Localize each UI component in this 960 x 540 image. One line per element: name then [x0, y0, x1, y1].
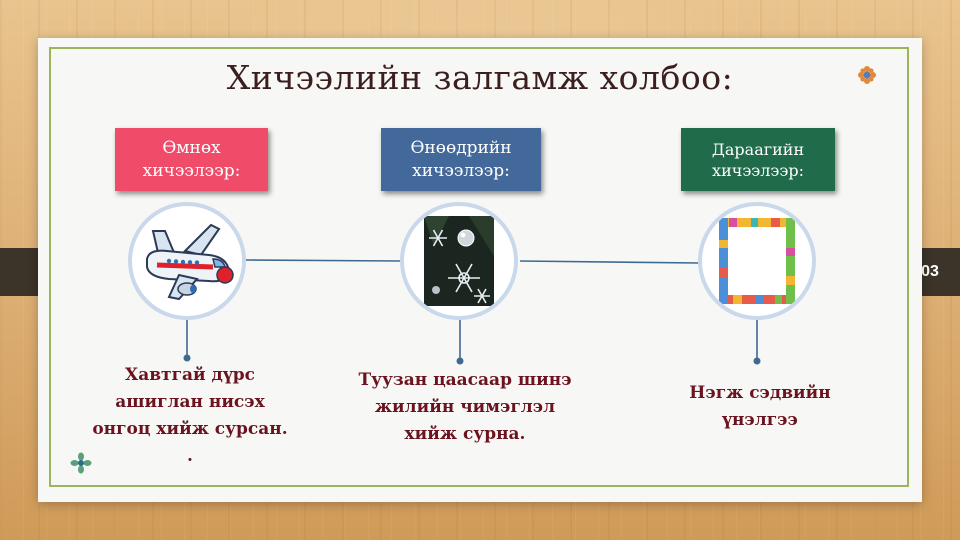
next-lesson-label-text: Дараагийн хичээлээр:: [711, 139, 805, 180]
next-lesson-label: Дараагийн хичээлээр:: [681, 128, 835, 191]
description-line: Туузан цаасаар шинэ: [358, 370, 572, 390]
today-lesson-label-text: Өнөөдрийн хичээлээр:: [410, 137, 512, 181]
description-line: Нэгж сэдвийн: [689, 383, 831, 403]
description-line: хийж сурна.: [404, 424, 526, 444]
description-line: ашиглан нисэх: [115, 392, 265, 412]
description-line: онгоц хийж сурсан.: [92, 419, 288, 439]
today-lesson-description: Туузан цаасаар шинэ жилийн чимэглэл хийж…: [320, 367, 610, 448]
snowflake-ornaments-photo: [424, 216, 494, 306]
next-lesson-image-circle: [698, 202, 816, 320]
previous-lesson-description: Хавтгай дүрс ашиглан нисэх онгоц хийж су…: [60, 362, 320, 470]
previous-lesson-label: Өмнөх хичээлээр:: [115, 128, 268, 191]
previous-lesson-label-text: Өмнөх хичээлээр:: [142, 137, 241, 181]
description-line: Хавтгай дүрс: [125, 365, 255, 385]
flower-icon: [70, 452, 92, 474]
slide-title: Хичээлийн залгамж холбоо:: [226, 58, 734, 97]
previous-lesson-image-circle: [128, 202, 246, 320]
page-number: 03: [921, 263, 939, 280]
description-line: .: [187, 446, 193, 466]
airplane-icon: [146, 223, 234, 301]
next-lesson-description: Нэгж сэдвийн үнэлгээ: [640, 380, 880, 434]
description-line: үнэлгээ: [722, 410, 798, 430]
flower-icon: [858, 66, 876, 84]
description-line: жилийн чимэглэл: [374, 397, 556, 417]
today-lesson-label: Өнөөдрийн хичээлээр:: [381, 128, 541, 191]
today-lesson-image-circle: [400, 202, 518, 320]
school-supplies-frame: [719, 218, 795, 304]
